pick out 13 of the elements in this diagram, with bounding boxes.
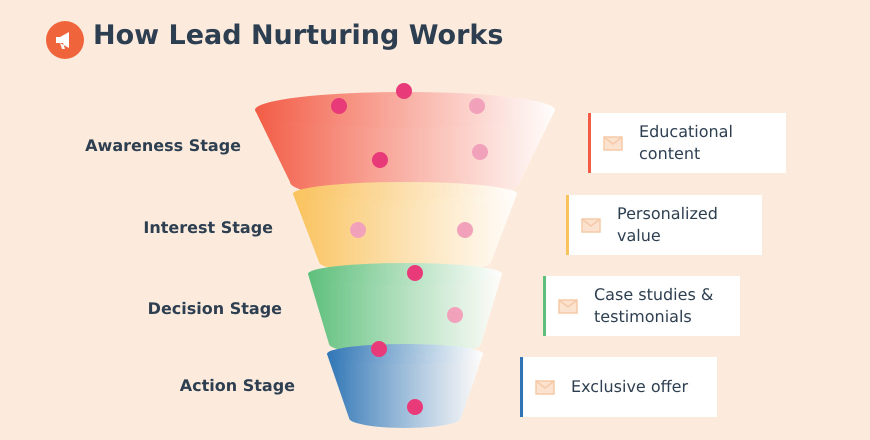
stage-label: Action Stage (180, 376, 295, 395)
content-card (566, 195, 762, 255)
stage-label: Interest Stage (143, 218, 273, 237)
card-text: Educational content (639, 121, 734, 165)
card-text: Case studies & testimonials (594, 284, 714, 328)
card-text: Personalized value (617, 203, 719, 247)
stage-label: Decision Stage (148, 299, 282, 318)
stage-label: Awareness Stage (85, 136, 241, 155)
content-card (543, 276, 740, 336)
title: How Lead Nurturing Works (93, 20, 504, 51)
content-card (588, 113, 786, 173)
content-card (520, 357, 717, 417)
card-text: Exclusive offer (571, 376, 690, 398)
